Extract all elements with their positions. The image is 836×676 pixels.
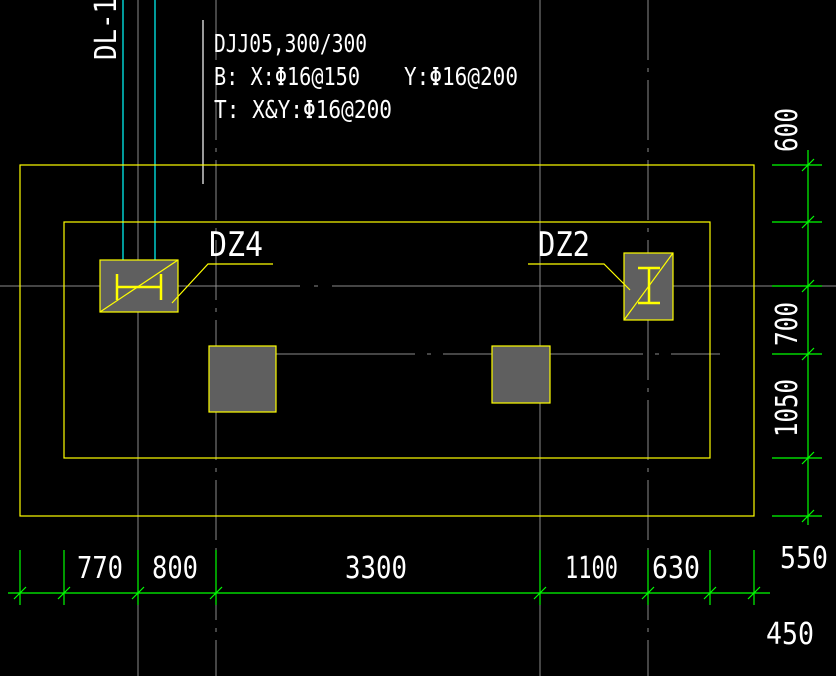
dim-ticks-horizontal	[13, 550, 761, 605]
steel-section-icon	[115, 274, 163, 300]
dim-ticks-vertical	[772, 158, 822, 523]
annotation-line-2-b: B: X:Φ16@150	[214, 62, 360, 91]
dim-text-3300: 3300	[345, 551, 407, 586]
steel-section-icon	[638, 266, 660, 305]
column-dz4[interactable]	[99, 259, 273, 313]
column-dz2-leader	[528, 263, 631, 291]
column-label-dz2: DZ2	[538, 225, 590, 265]
dim-text-1050: 1050	[770, 379, 805, 437]
annotation-line-1: DJJ05,300/300	[214, 29, 367, 58]
horizontal-dimension	[8, 550, 770, 605]
footing-outer-outline	[19, 164, 755, 517]
dim-text-450: 450	[766, 617, 814, 652]
footing-inner-outline	[63, 221, 711, 459]
column-dz2[interactable]	[528, 252, 674, 321]
dim-text-630: 630	[652, 551, 700, 586]
dim-text-700: 700	[770, 302, 805, 346]
dim-text-770: 770	[77, 551, 123, 586]
vertical-dimension	[772, 150, 822, 525]
column-label-dz4: DZ4	[209, 225, 263, 265]
annotation-line-3: T: X&Y:Φ16@200	[214, 95, 392, 124]
column-dz4-leader	[171, 263, 273, 304]
dim-text-550: 550	[780, 541, 828, 576]
pedestal-left[interactable]	[208, 345, 277, 413]
beam-lines	[122, 0, 156, 262]
dim-text-800: 800	[152, 551, 198, 586]
annotation-line-2-y: Y:Φ16@200	[404, 62, 518, 91]
beam-label: DL-1	[89, 0, 124, 60]
pedestal-right[interactable]	[491, 345, 551, 404]
dim-text-600: 600	[770, 108, 805, 152]
dim-text-1100: 1100	[565, 551, 618, 586]
